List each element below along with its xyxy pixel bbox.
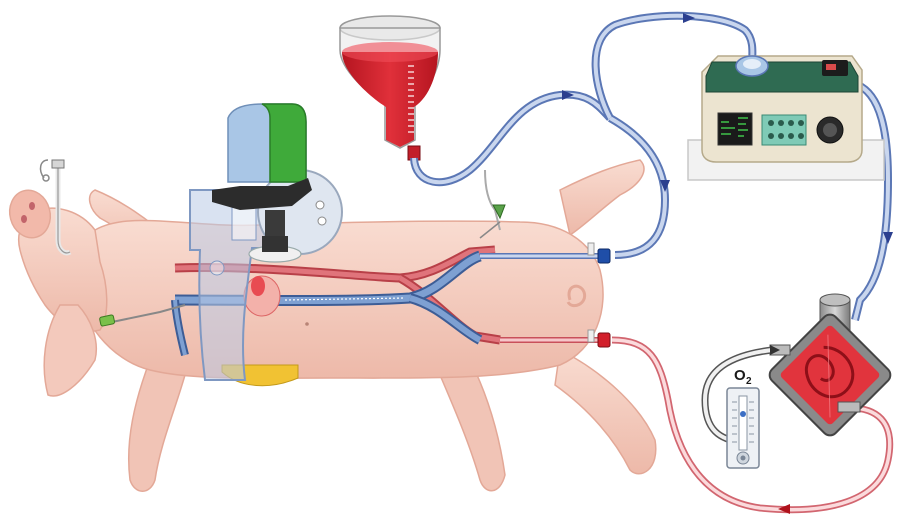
arterial-cannula-icon — [588, 330, 610, 347]
blood-reservoir-funnel-icon — [340, 16, 440, 160]
o2-label: O 2 — [734, 367, 752, 387]
o2-label-text: O — [734, 367, 746, 384]
oxygen-flowmeter-icon — [727, 388, 759, 468]
heart-icon — [244, 276, 280, 316]
o2-label-subscript: 2 — [746, 376, 752, 387]
centrifugal-pump-console-icon — [688, 56, 884, 180]
